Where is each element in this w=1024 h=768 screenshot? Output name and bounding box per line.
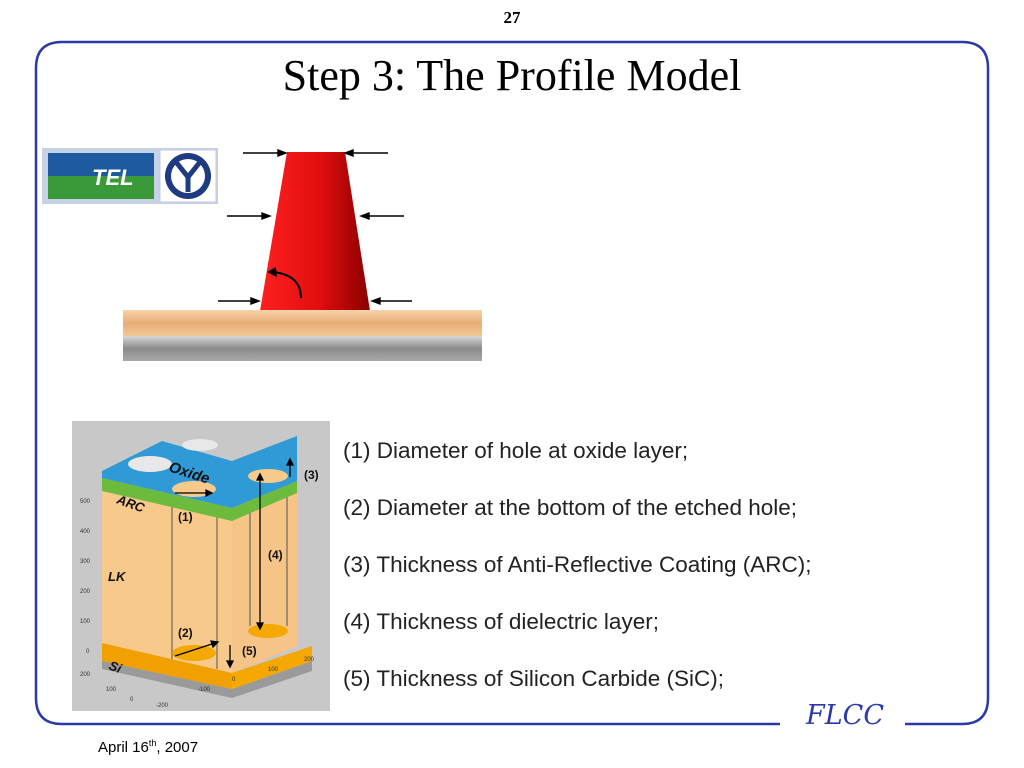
y-tick: 100 (80, 619, 91, 625)
page-number: 27 (503, 8, 521, 27)
y-tick: 300 (80, 559, 91, 565)
footer-brand: FLCC (806, 700, 884, 731)
x-tick: 0 (232, 677, 236, 683)
parameter-list: (1) Diameter of hole at oxide layer; (2)… (343, 434, 812, 719)
tel-logo: TEL (92, 165, 134, 190)
footer-date: April 16th, 2007 (98, 738, 198, 756)
marker-4-label: (4) (268, 548, 283, 562)
3d-model-image: Oxide ARC LK Si (1) (2) (3) (4) (5) 500 … (72, 421, 330, 711)
date-suffix: , 2007 (156, 739, 199, 756)
sidewall-angle-arrow (267, 267, 302, 299)
y-tick: 0 (86, 649, 90, 655)
x-tick: 200 (80, 672, 91, 678)
line-profile-trapezoid (260, 152, 370, 311)
list-item: (5) Thickness of Silicon Carbide (SiC); (343, 666, 724, 691)
list-item: (1) Diameter of hole at oxide layer; (343, 438, 689, 463)
marker-5-label: (5) (242, 644, 257, 658)
si-label: Si (107, 658, 124, 676)
profile-diagram (123, 148, 482, 361)
x-tick: 0 (130, 697, 134, 703)
date-prefix: April 16 (98, 739, 149, 756)
substrate-layer (123, 310, 482, 336)
base-layer (123, 336, 482, 361)
x-tick: -100 (198, 687, 211, 693)
slide-title: Step 3: The Profile Model (282, 51, 742, 100)
y-tick: 200 (80, 589, 91, 595)
marker-2-label: (2) (178, 626, 193, 640)
width-arrows (218, 148, 412, 306)
marker-3-label: (3) (304, 468, 319, 482)
y-tick: 500 (80, 499, 91, 505)
logo-strip: TEL (42, 148, 218, 204)
x-tick: 200 (304, 657, 315, 663)
list-item: (4) Thickness of dielectric layer; (343, 609, 659, 634)
x-tick: 100 (268, 667, 279, 673)
list-item: (2) Diameter at the bottom of the etched… (343, 495, 797, 520)
svg-text:TEL: TEL (92, 165, 134, 190)
date-sup: th (148, 738, 157, 748)
y-tick: 400 (80, 529, 91, 535)
y-symbol-icon (165, 153, 211, 199)
lk-label: LK (108, 569, 127, 584)
x-tick: 100 (106, 687, 117, 693)
marker-1-label: (1) (178, 510, 193, 524)
x-tick: -200 (156, 703, 169, 709)
list-item: (3) Thickness of Anti-Reflective Coating… (343, 552, 812, 577)
